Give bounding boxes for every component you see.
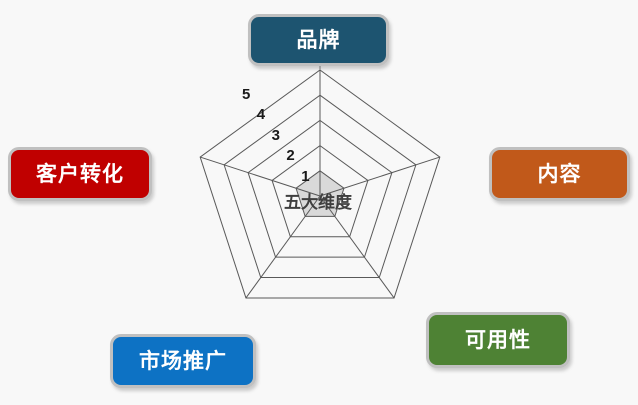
radar-axis-usability (319, 195, 395, 299)
radar-ring-3 (247, 119, 393, 258)
axis-tick-5: 5 (241, 86, 251, 104)
axis-tick-4: 4 (256, 106, 266, 124)
radar-axis-conversion (200, 156, 321, 197)
dimension-label-usability: 可用性 (465, 328, 531, 352)
radar-axis-marketing (245, 195, 321, 299)
dimension-box-content[interactable]: 内容 (489, 147, 630, 201)
axis-tick-2: 2 (286, 147, 295, 165)
radar-ring-2 (271, 144, 369, 238)
dimension-label-marketing: 市场推广 (139, 349, 227, 373)
axis-tick-1: 1 (301, 167, 310, 185)
axis-tick-3: 3 (271, 126, 280, 144)
radar-ring-4 (223, 94, 417, 279)
dimension-label-content: 内容 (537, 162, 582, 186)
dimension-box-usability[interactable]: 可用性 (426, 312, 570, 368)
center-label: 五大维度 (284, 193, 352, 212)
dimension-box-brand[interactable]: 品牌 (248, 14, 389, 66)
radar-axis-content (319, 156, 440, 197)
dimension-box-conversion[interactable]: 客户转化 (8, 147, 152, 201)
radar-ring-5 (199, 69, 441, 299)
dimension-label-brand: 品牌 (296, 28, 341, 52)
dimension-box-marketing[interactable]: 市场推广 (110, 334, 256, 388)
dimension-label-conversion: 客户转化 (36, 162, 124, 186)
radar-spokes (200, 70, 440, 299)
